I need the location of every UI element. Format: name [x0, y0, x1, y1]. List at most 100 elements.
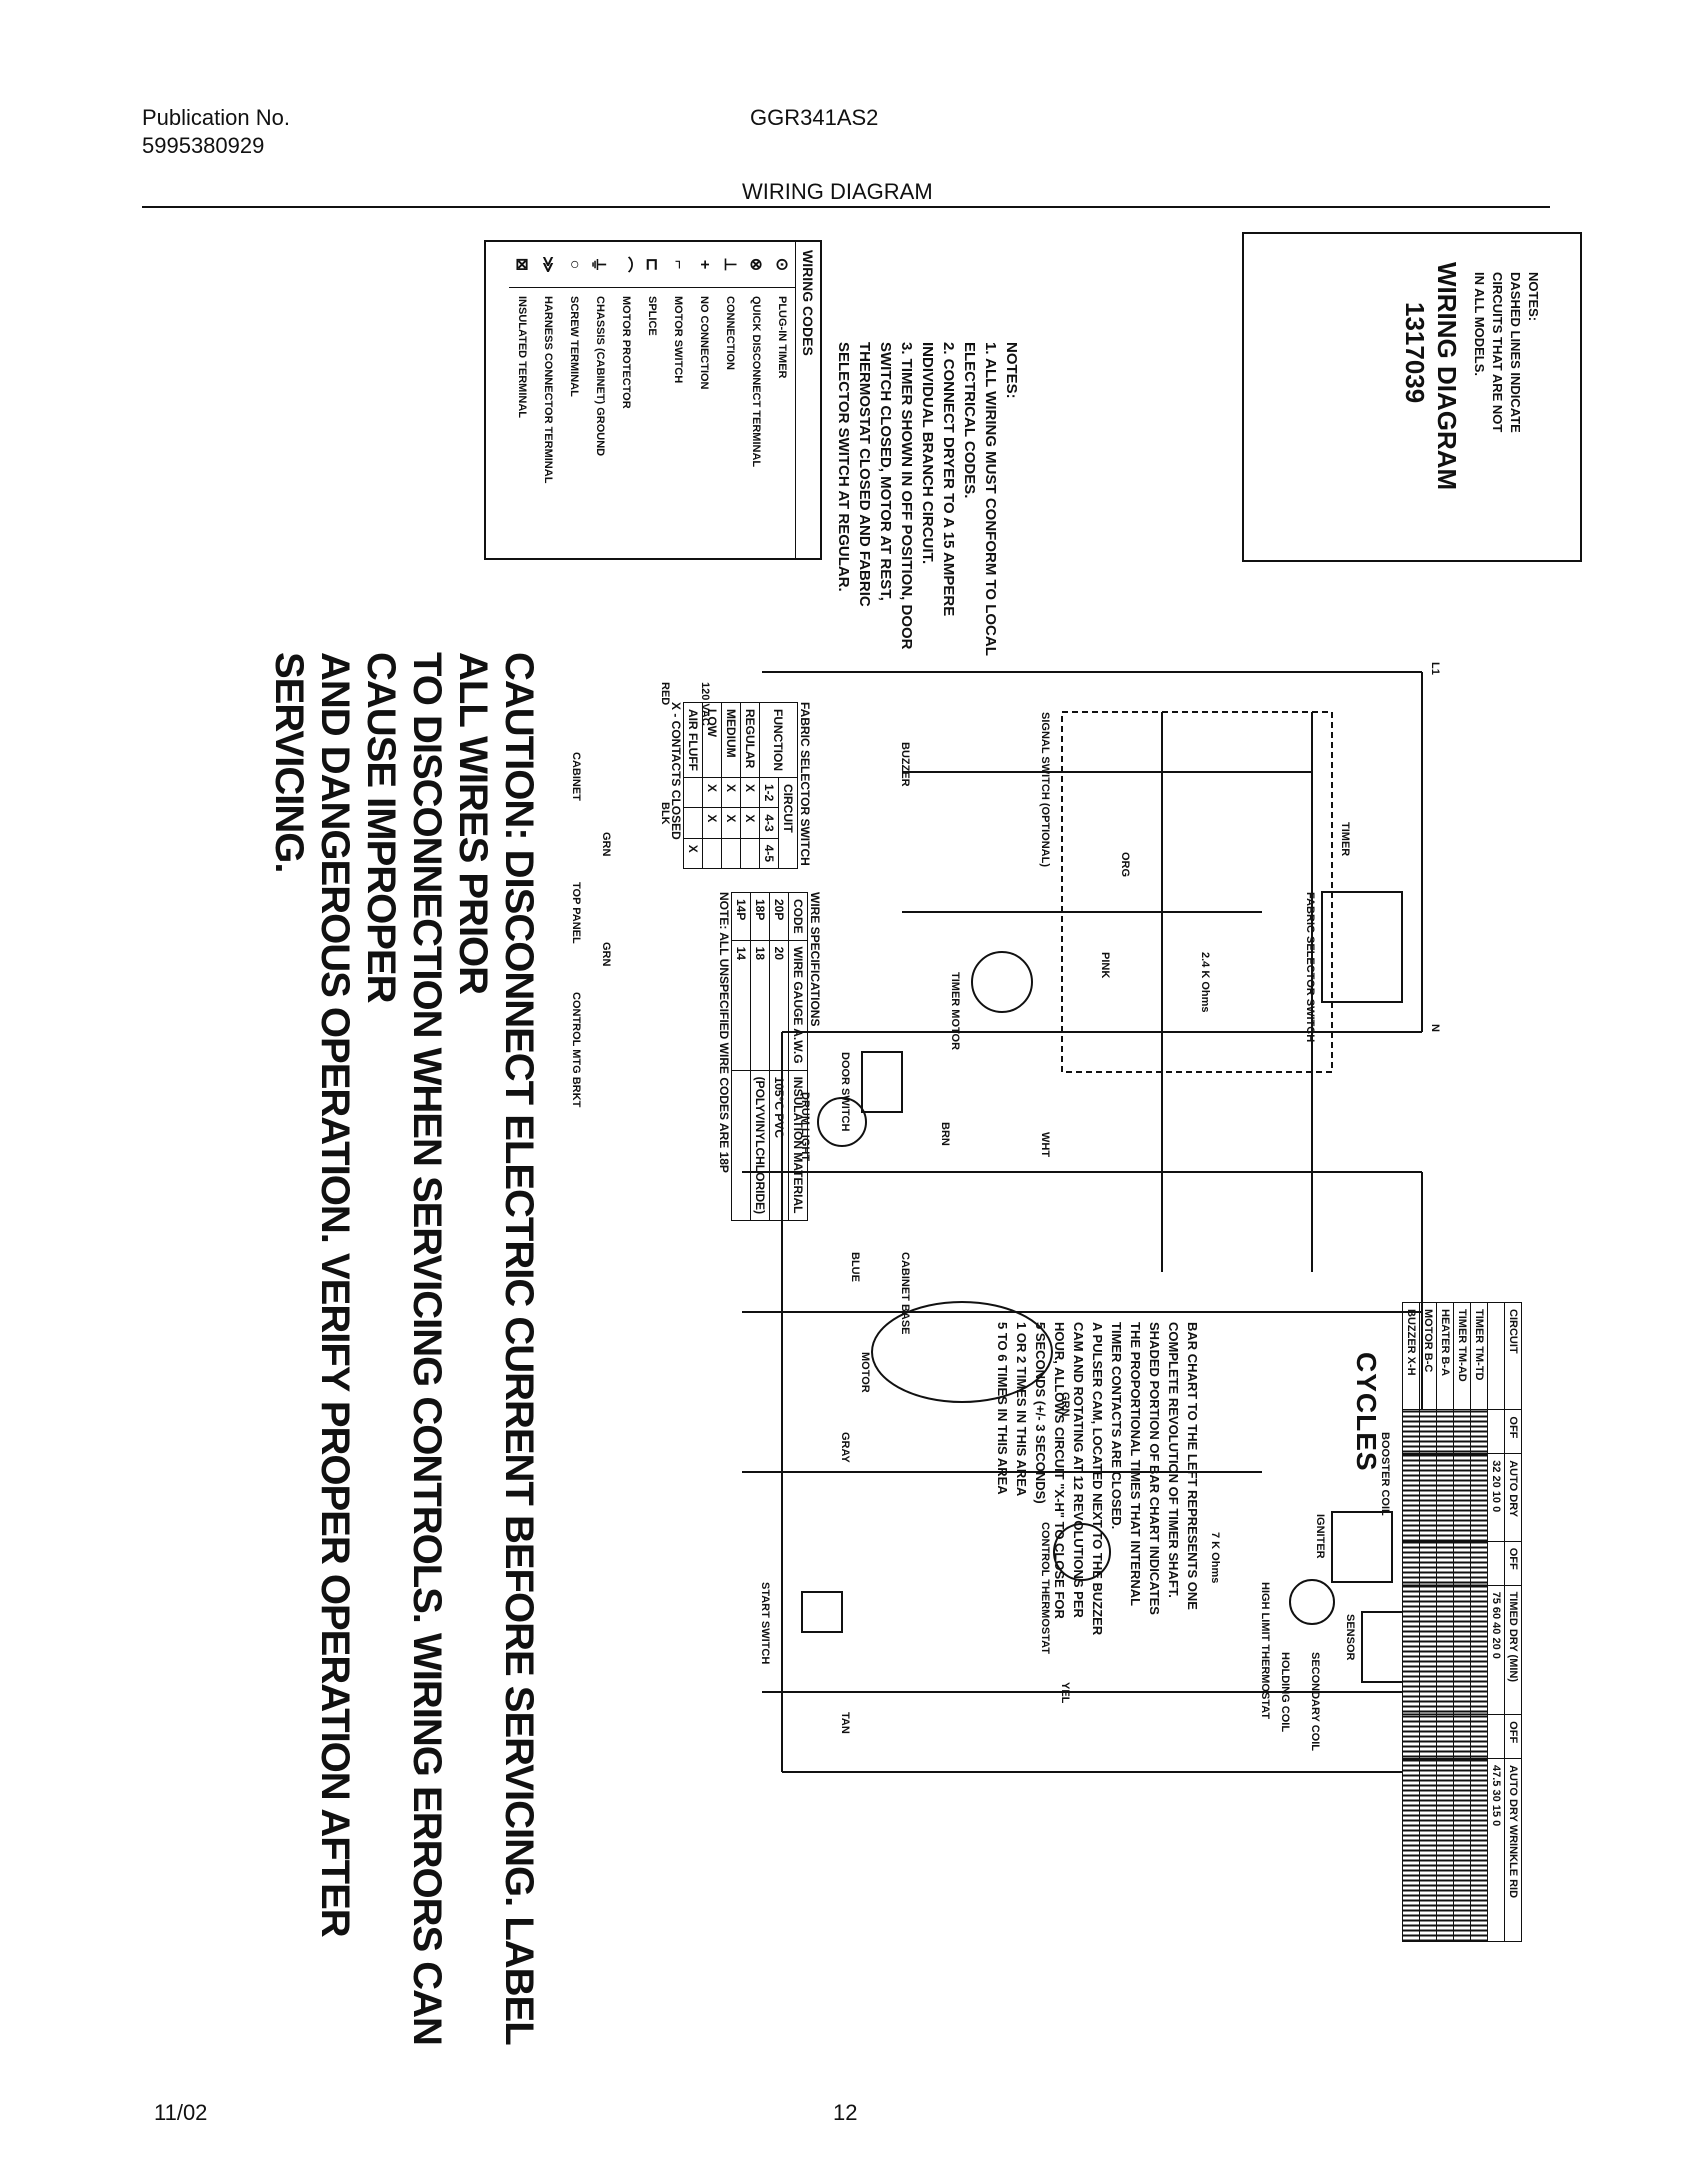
cycle-bar-cell — [1402, 1409, 1420, 1454]
wiring-code-label: INSULATED TERMINAL — [516, 296, 528, 419]
control-thermostat-symbol — [1053, 1523, 1111, 1581]
publication-number: 5995380929 — [142, 133, 265, 158]
motor-label: MOTOR — [859, 1352, 871, 1393]
wiring-code-row: +NO CONNECTION — [691, 242, 717, 558]
timer-label: TIMER — [1339, 822, 1351, 856]
wiring-code-row: ⊠ INSULATED TERMINAL — [509, 242, 535, 558]
wiring-diagram-sheet: WIRING CODES ⊙PLUG-IN TIMER⊗QUICK DISCON… — [252, 232, 1582, 2092]
cycle-bar-cell — [1453, 1541, 1471, 1586]
cycle-bar-cell — [1436, 1541, 1454, 1586]
top-note-line: INDIVIDUAL BRANCH CIRCUIT. — [919, 342, 936, 565]
harness-connector-icon: ≫ — [535, 242, 561, 288]
door-switch-label: DOOR SWITCH — [839, 1052, 851, 1131]
control-thermostat-label: CONTROL THERMOSTAT — [1039, 1522, 1051, 1654]
wiring-code-row: ⌐MOTOR SWITCH — [665, 242, 691, 558]
caution-line-1: CAUTION: DISCONNECT ELECTRIC CURRENT BEF… — [451, 652, 541, 2044]
cycle-bar-cell — [1402, 1541, 1420, 1586]
plug-in-timer-icon: ⊙ — [769, 242, 795, 288]
cycle-bar-cell — [1402, 1714, 1420, 1759]
cycles-timed-dry-header: TIMED DRY (MIN) — [1504, 1585, 1522, 1715]
cycle-circuit-cell: TIMER TM-TD — [1470, 1302, 1488, 1410]
high-limit-symbol — [1289, 1579, 1335, 1625]
motor-protector-icon: ⌒ — [613, 242, 639, 288]
wiring-code-label: SPLICE — [646, 296, 658, 336]
cycles-auto-dry-header: AUTO DRY — [1504, 1453, 1522, 1542]
cycle-bar-cell — [1436, 1585, 1454, 1715]
r7k-label: 7 K Ohms — [1209, 1532, 1221, 1583]
publication-label: Publication No. — [142, 105, 290, 130]
splice-icon: ⊏ — [639, 242, 665, 288]
supply-label: 120 VAC — [699, 682, 711, 726]
footer-date: 11/02 — [154, 2100, 208, 2125]
wiring-code-row: ⊗QUICK DISCONNECT TERMINAL — [743, 242, 769, 558]
chassis-ground-icon: ⏚ — [587, 242, 613, 288]
timer-motor-symbol — [971, 951, 1033, 1013]
ticks-left: 32 20 10 0 — [1487, 1453, 1505, 1542]
wiring-code-label: CHASSIS (CABINET) GROUND — [594, 296, 606, 457]
cycle-bar-cell — [1436, 1409, 1454, 1454]
cycle-bar-cell — [1419, 1409, 1437, 1454]
wiring-codes-box: WIRING CODES ⊙PLUG-IN TIMER⊗QUICK DISCON… — [484, 240, 822, 560]
gray-label: GRAY — [839, 1432, 851, 1463]
wiring-code-row: ⊏ SPLICE — [639, 242, 665, 558]
ground-control-label: CONTROL MTG BRKT — [570, 992, 582, 1108]
page-number: 12 — [833, 2100, 858, 2125]
timer-box — [1061, 711, 1333, 1073]
cycle-bar-cell — [1470, 1758, 1488, 1942]
cycle-bar-cell — [1470, 1409, 1488, 1454]
schematic-svg: 120 VAC L1 N MOTOR TIMER MOTOR TIMER DRU… — [659, 662, 1441, 1773]
start-switch-label: START SWITCH — [759, 1582, 771, 1664]
cycle-row: HEATER B-A — [1436, 1302, 1454, 1942]
top-note-line: SWITCH CLOSED, MOTOR AT REST, — [877, 342, 894, 601]
cycle-row: TIMER TM-TD — [1470, 1302, 1488, 1942]
dashed-note-line: CIRCUITS THAT ARE NOT — [1490, 272, 1505, 433]
cycles-circuit-header: CIRCUIT — [1504, 1302, 1522, 1410]
r24k-label: 2.4 K Ohms — [1199, 952, 1211, 1013]
cycles-off-2: OFF — [1504, 1541, 1522, 1586]
cycles-table: CIRCUIT OFF AUTO DRY OFF TIMED DRY (MIN)… — [1402, 1302, 1522, 1942]
wiring-code-label: PLUG-IN TIMER — [776, 296, 788, 379]
buzzer-label: BUZZER — [899, 742, 911, 787]
cycle-bar-cell — [1470, 1453, 1488, 1542]
cycle-bar-cell — [1453, 1409, 1471, 1454]
model-number: GGR341AS2 — [750, 105, 879, 130]
drum-light-symbol — [817, 1097, 867, 1147]
cycle-bar-cell — [1470, 1585, 1488, 1715]
top-notes-title: NOTES: — [1003, 342, 1020, 399]
cycles-wrinkle-header: AUTO DRY WRINKLE RID — [1504, 1758, 1522, 1942]
holding-coil-label: HOLDING COIL — [1279, 1652, 1291, 1732]
pink-label: PINK — [1099, 952, 1111, 978]
cycles-off-3: OFF — [1504, 1714, 1522, 1759]
dashed-note-line: DASHED LINES INDICATE — [1508, 272, 1523, 433]
top-notes: NOTES: 1. ALL WIRING MUST CONFORM TO LOC… — [833, 342, 1022, 682]
insulated-terminal-icon: ⊠ — [509, 242, 535, 288]
cycle-bar-cell — [1419, 1541, 1437, 1586]
tan-label: TAN — [839, 1712, 851, 1734]
caution-line-2: TO DISCONNECTION WHEN SERVICING CONTROLS… — [359, 652, 449, 2045]
n-label: N — [1429, 1024, 1441, 1032]
signal-switch-label: SIGNAL SWITCH (OPTIONAL) — [1039, 712, 1051, 867]
diagram-id-number: 1317039 — [1400, 302, 1430, 404]
yel-label: YEL — [1059, 1682, 1071, 1704]
cycle-row: TIMER TM-AD — [1453, 1302, 1471, 1942]
cycle-row: MOTOR B-C — [1419, 1302, 1437, 1942]
wiring-code-label: NO CONNECTION — [698, 296, 710, 390]
cycle-bar-cell — [1402, 1585, 1420, 1715]
cabinet-base-label: CABINET BASE — [899, 1252, 911, 1335]
connection-icon: ⊥ — [717, 242, 743, 288]
top-note-line: 3. TIMER SHOWN IN OFF POSITION, DOOR — [898, 342, 915, 650]
wiring-code-label: CONNECTION — [724, 296, 736, 370]
booster-coil-label: BOOSTER COIL — [1379, 1432, 1391, 1516]
header-rule — [142, 206, 1550, 208]
blk-label: BLK — [659, 802, 671, 825]
cycle-bar-cell — [1402, 1758, 1420, 1942]
cycle-bar-cell — [1453, 1453, 1471, 1542]
quick-disconnect-icon: ⊗ — [743, 242, 769, 288]
wiring-code-label: MOTOR SWITCH — [672, 296, 684, 384]
diagram-id-title: WIRING DIAGRAM — [1432, 262, 1462, 491]
wiring-code-row: ○SCREW TERMINAL — [561, 242, 587, 558]
caution-line-3: AND DANGEROUS OPERATION. VERIFY PROPER O… — [267, 652, 357, 1937]
top-note-line: THERMOSTAT CLOSED AND FABRIC — [856, 342, 873, 607]
org-label: ORG — [1119, 852, 1131, 877]
